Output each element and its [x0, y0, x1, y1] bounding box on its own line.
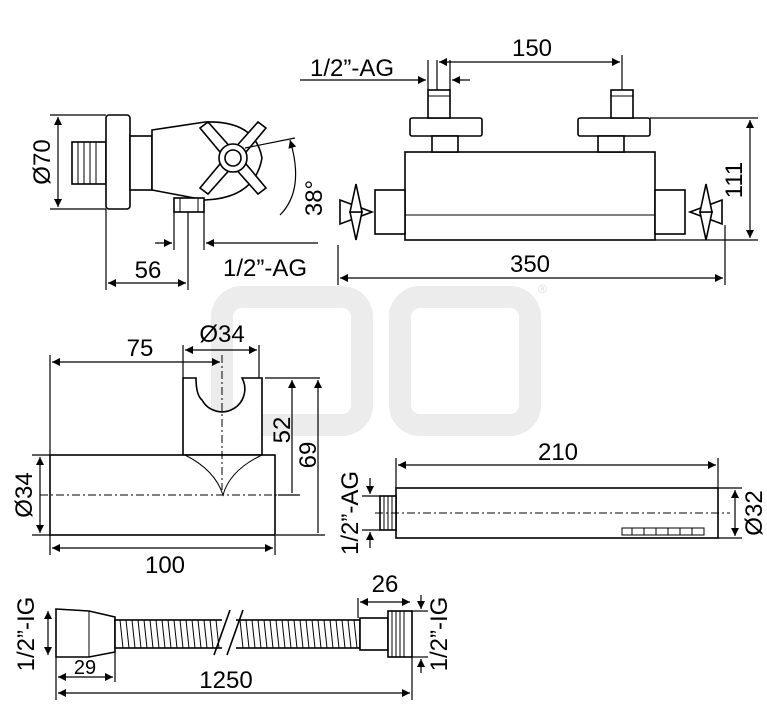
watermark-logo: ®	[211, 282, 547, 436]
side-connection-label: 1/2”-AG	[223, 255, 307, 282]
holder-body-diameter-label: Ø34	[11, 472, 38, 517]
hose-cone-length-label: 26	[372, 571, 399, 598]
holder-length-label: 100	[145, 552, 185, 579]
front-width-label: 350	[510, 251, 550, 278]
shower-diameter-label: Ø32	[741, 490, 767, 535]
holder-cup-diameter-label: Ø34	[199, 321, 244, 348]
side-angle-label: 38°	[301, 180, 328, 216]
thermostat-side-view: Ø70 38° 56 1/2”-AG	[29, 114, 328, 290]
holder-total-height-label: 69	[295, 442, 322, 469]
hose-left-connection-label: 1/2”-IG	[13, 597, 40, 672]
shower-head-view: 210 1/2”-AG Ø32	[337, 439, 767, 555]
holder-width-label: 75	[127, 335, 154, 362]
cross-handle-icon	[198, 120, 268, 196]
hose-length-label: 1250	[199, 667, 252, 694]
front-spacing-label: 150	[512, 35, 552, 62]
hose-nut-length-label: 29	[74, 657, 96, 679]
side-diameter-label: Ø70	[29, 139, 56, 184]
wall-holder-view: 75 Ø34 52 69 Ø34 100	[11, 321, 325, 579]
holder-cup-height-label: 52	[269, 417, 296, 444]
front-height-label: 111	[721, 162, 748, 198]
front-connection-label: 1/2”-AG	[310, 55, 394, 82]
shower-connection-label: 1/2”-AG	[337, 471, 364, 555]
thermostat-front-view: 1/2”-AG 150 111 350	[300, 35, 758, 285]
shower-length-label: 210	[538, 439, 578, 466]
svg-text:®: ®	[538, 282, 547, 296]
hose-view: 1/2”-IG 29 1250 26 1/2”-IG	[13, 571, 453, 700]
hose-right-connection-label: 1/2”-IG	[426, 597, 453, 672]
side-depth-label: 56	[135, 257, 162, 284]
